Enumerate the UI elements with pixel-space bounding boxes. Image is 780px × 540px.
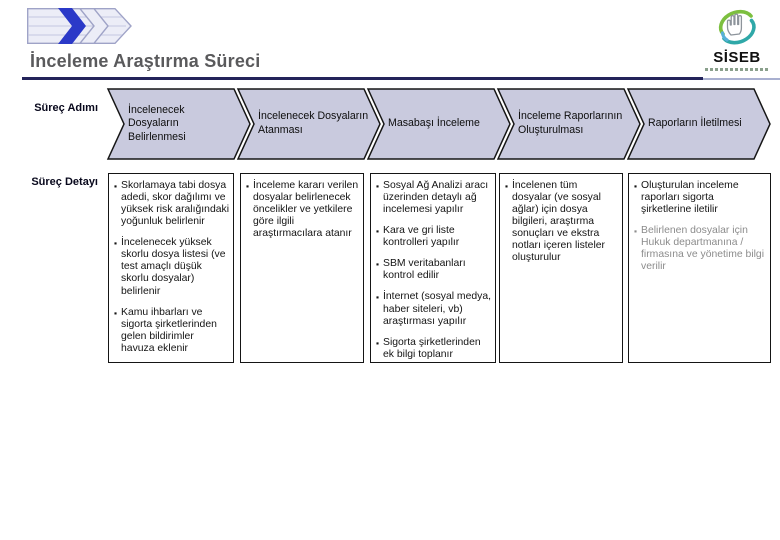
detail-bullet: ▪ Oluşturulan inceleme raporları sigorta…: [634, 180, 766, 216]
detail-text: İnceleme kararı verilen dosyalar belirle…: [253, 180, 359, 240]
siseb-tagline: [705, 68, 769, 71]
detail-bullet: ▪ Skorlamaya tabi dosya adedi, skor dağı…: [114, 180, 229, 228]
process-chevrons: [106, 88, 771, 160]
chevron-label-2: İncelenecek Dosyaların Atanması: [258, 110, 369, 136]
detail-bullet: ▪ Sigorta şirketlerinden ek bilgi toplan…: [376, 337, 491, 361]
detail-text: Sosyal Ağ Analizi aracı üzerinden detayl…: [383, 180, 489, 216]
detail-text: İncelenen tüm dosyalar (ve sosyal ağlar)…: [512, 180, 605, 264]
detail-bullet: ▪ SBM veritabanları kontrol edilir: [376, 258, 491, 282]
detail-box-3: ▪ Sosyal Ağ Analizi aracı üzerinden deta…: [370, 173, 496, 363]
detail-bullet: ▪ Sosyal Ağ Analizi aracı üzerinden deta…: [376, 180, 491, 216]
chevron-step-2: [236, 88, 381, 160]
bullet-square-icon: ▪: [505, 181, 509, 191]
detail-text: Oluşturulan inceleme raporları sigorta ş…: [641, 180, 739, 216]
detail-bullet: ▪ İncelenen tüm dosyalar (ve sosyal ağla…: [505, 180, 618, 264]
chevron-label-1: İncelenecek Dosyaların Belirlenmesi: [128, 103, 186, 143]
detail-text: Kara ve gri liste kontrolleri yapılır: [383, 225, 460, 249]
chevron-label-3: Masabaşı İnceleme: [388, 117, 480, 130]
chevron-step-1: [106, 88, 251, 160]
detail-box-1: ▪ Skorlamaya tabi dosya adedi, skor dağı…: [108, 173, 234, 363]
detail-bullet: ▪ İncelenecek yüksek skorlu dosya listes…: [114, 237, 229, 297]
title-rule-end: [703, 78, 780, 80]
detail-text: SBM veritabanları kontrol edilir: [383, 258, 466, 282]
chevron-step-4: [496, 88, 641, 160]
page-title: İnceleme Araştırma Süreci: [30, 51, 261, 71]
siseb-wordmark: SİSEB: [713, 49, 761, 66]
bullet-square-icon: ▪: [114, 307, 118, 318]
siseb-swirl-icon: [718, 9, 756, 45]
bullet-square-icon: ▪: [246, 181, 250, 191]
detail-text: Sigorta şirketlerinden ek bilgi toplanır: [383, 336, 481, 360]
detail-bullet: ▪ İnceleme kararı verilen dosyalar belir…: [246, 180, 359, 240]
bullet-square-icon: ▪: [376, 292, 380, 303]
detail-bullet: ▪ Belirlenen dosyalar için Hukuk departm…: [634, 225, 766, 273]
detail-bullet: ▪ Kamu ihbarları ve sigorta şirketlerind…: [114, 307, 229, 355]
detail-text: İncelenecek yüksek skorlu dosya listesi …: [121, 237, 226, 297]
bullet-square-icon: ▪: [376, 259, 380, 270]
chevron-step-5: [626, 88, 771, 160]
title-rule: [22, 77, 703, 80]
bullet-square-icon: ▪: [376, 226, 380, 237]
detail-text: Skorlamaya tabi dosya adedi, skor dağılı…: [121, 180, 230, 228]
siseb-logo: SİSEB: [698, 5, 776, 76]
detail-box-5: ▪ Oluşturulan inceleme raporları sigorta…: [628, 173, 771, 363]
chevron-step-3: [366, 88, 511, 160]
bullet-square-icon: ▪: [114, 238, 118, 249]
detail-text: Kamu ihbarları ve sigorta şirketlerinden…: [121, 306, 217, 354]
bullet-square-icon: ▪: [376, 337, 380, 348]
chevron-label-5: Raporların İletilmesi: [648, 117, 742, 130]
row-label-step: Süreç Adımı: [34, 102, 98, 114]
process-arrows-icon: [27, 8, 132, 44]
hand-icon: [726, 13, 743, 36]
chevron-label-4: İnceleme Raporlarının Oluşturulması: [518, 110, 623, 136]
detail-box-2: ▪ İnceleme kararı verilen dosyalar belir…: [240, 173, 364, 363]
bullet-square-icon: ▪: [114, 181, 118, 191]
bullet-square-icon: ▪: [376, 181, 380, 191]
row-label-detail: Süreç Detayı: [31, 176, 98, 188]
bullet-square-icon: ▪: [634, 181, 638, 191]
detail-box-4: ▪ İncelenen tüm dosyalar (ve sosyal ağla…: [499, 173, 623, 363]
detail-text: Belirlenen dosyalar için Hukuk departman…: [641, 225, 765, 273]
detail-bullet: ▪ Kara ve gri liste kontrolleri yapılır: [376, 225, 491, 249]
bullet-square-icon: ▪: [634, 226, 638, 237]
detail-text: İnternet (sosyal medya, haber siteleri, …: [383, 291, 492, 327]
detail-bullet: ▪ İnternet (sosyal medya, haber siteleri…: [376, 291, 491, 327]
